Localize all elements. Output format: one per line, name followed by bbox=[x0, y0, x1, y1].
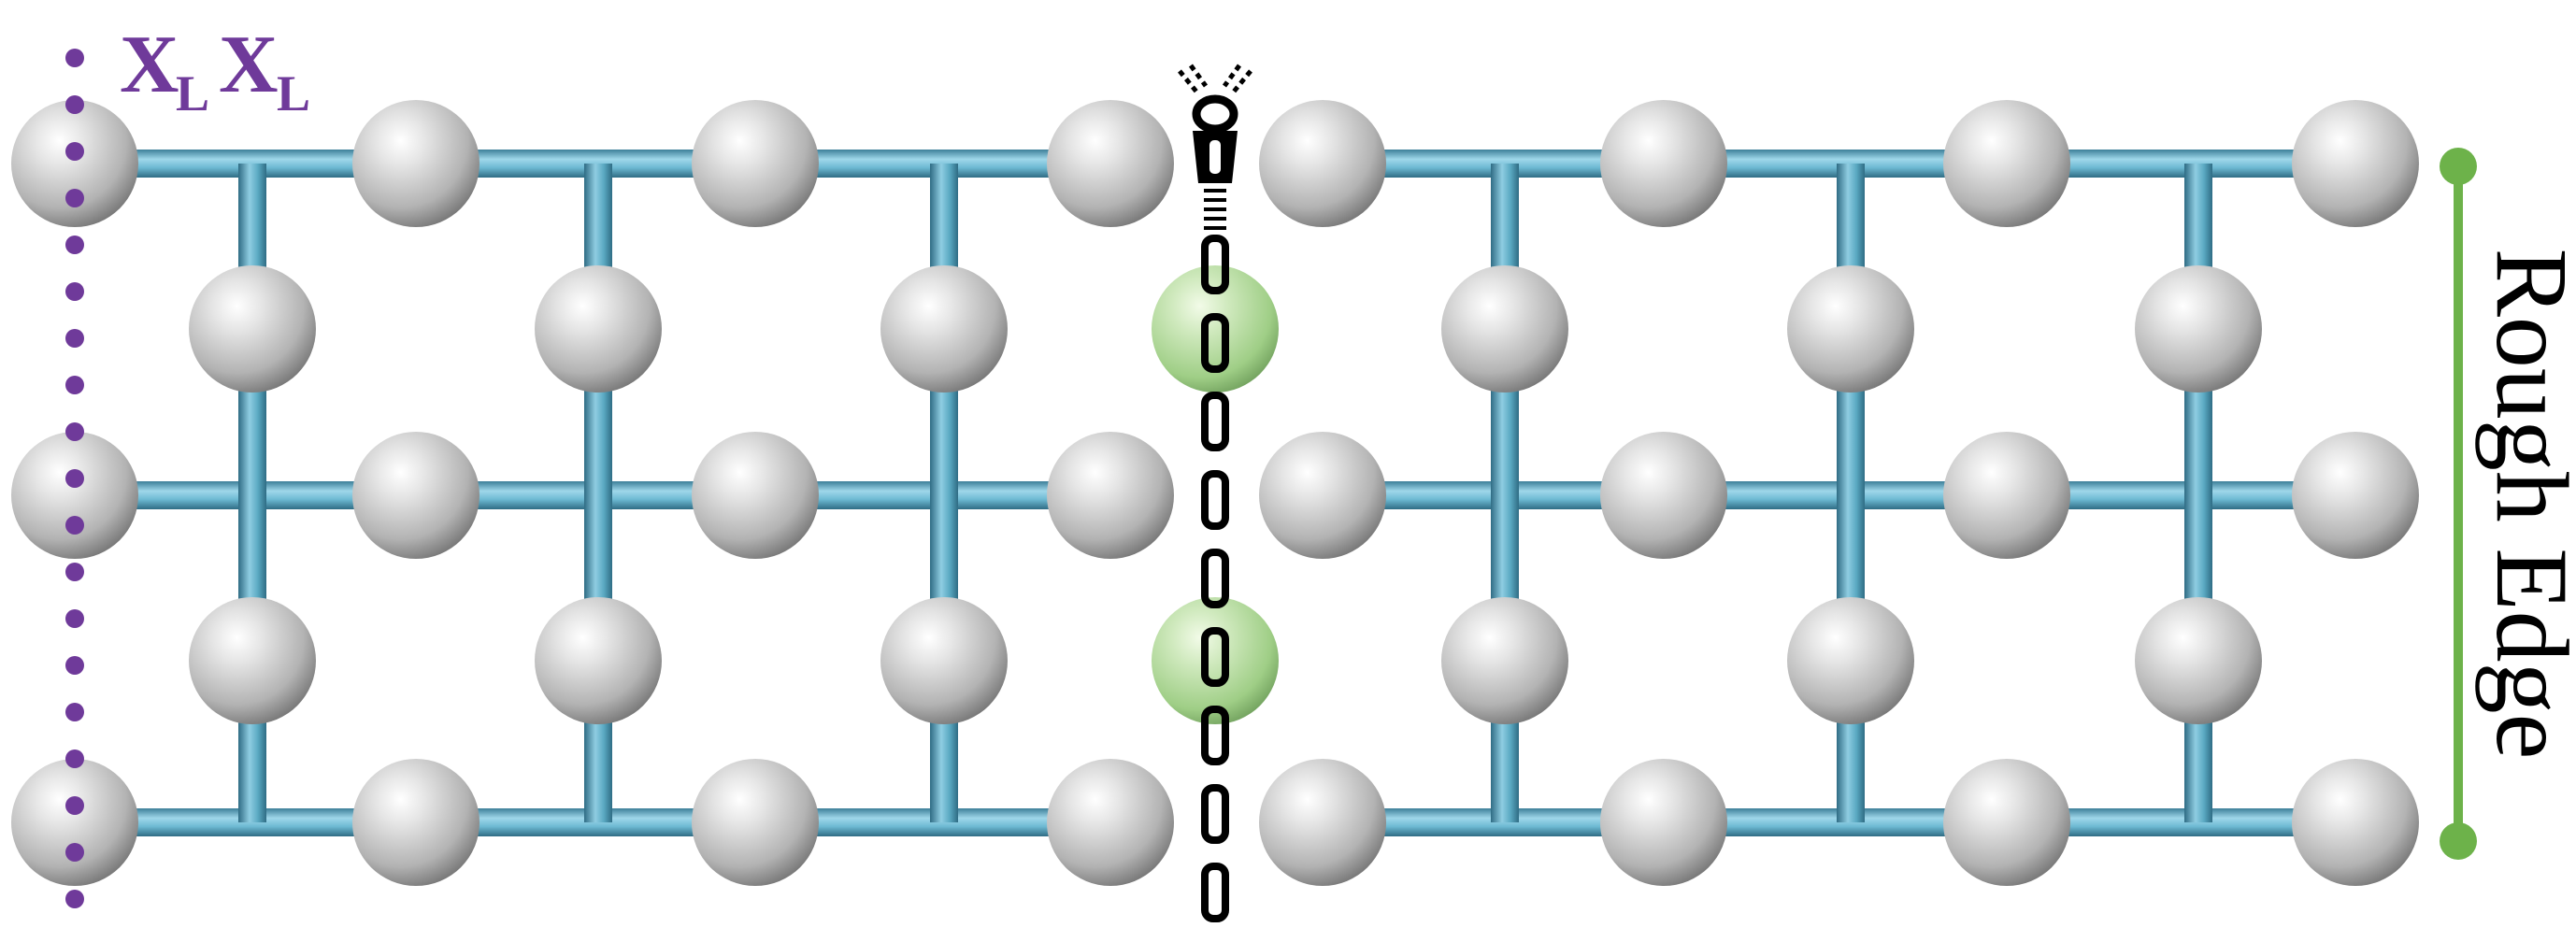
zipper-seam bbox=[1201, 235, 1229, 922]
right-atom-r1c3 bbox=[1943, 100, 2070, 227]
right-atom-mid1c3 bbox=[2135, 265, 2262, 392]
right-atom-r3c2 bbox=[1600, 759, 1727, 886]
left-atom-r2c3 bbox=[692, 432, 819, 559]
zipper-tooth-5 bbox=[1201, 549, 1229, 608]
right-atom-mid1c2 bbox=[1787, 265, 1914, 392]
xl-dot-4 bbox=[65, 189, 84, 207]
dotted-line-marker bbox=[65, 49, 84, 908]
xl-dot-8 bbox=[65, 376, 84, 394]
left-atom-r2c1 bbox=[11, 432, 138, 559]
left-atom-mid1c1 bbox=[189, 265, 316, 392]
rough-edge-label: Rough Edge bbox=[2475, 249, 2576, 760]
xl-dot-19 bbox=[65, 890, 84, 908]
xl-dot-6 bbox=[65, 282, 84, 301]
right-atom-mid1c1 bbox=[1441, 265, 1568, 392]
left-atom-r3c3 bbox=[692, 759, 819, 886]
left-atom-r1c3 bbox=[692, 100, 819, 227]
left-atom-mid1c3 bbox=[880, 265, 1008, 392]
right-atom-mid2c2 bbox=[1787, 597, 1914, 724]
xl-dot-11 bbox=[65, 516, 84, 535]
zipper-tooth-6 bbox=[1201, 627, 1229, 687]
right-atom-r2c4 bbox=[2292, 432, 2419, 559]
left-atom-mid2c2 bbox=[535, 597, 662, 724]
xl-dot-18 bbox=[65, 843, 84, 862]
left-atom-r2c2 bbox=[352, 432, 479, 559]
left-atom-mid2c1 bbox=[189, 597, 316, 724]
right-atom-r2c1 bbox=[1259, 432, 1386, 559]
left-atom-r1c2 bbox=[352, 100, 479, 227]
xl-label-sub-1: L bbox=[176, 65, 209, 121]
zipper-pull-icon bbox=[1178, 64, 1252, 230]
xl-label-letter-1: X bbox=[120, 20, 179, 110]
left-atom-r2c4 bbox=[1047, 432, 1174, 559]
atoms-layer bbox=[11, 100, 2419, 886]
xl-dot-5 bbox=[65, 236, 84, 254]
xl-dot-3 bbox=[65, 142, 84, 161]
edge-bracket-marker bbox=[2440, 148, 2477, 860]
xl-dot-2 bbox=[65, 95, 84, 114]
xl-label-sub-2: L bbox=[277, 65, 310, 121]
right-atom-r3c3 bbox=[1943, 759, 2070, 886]
left-atom-mid2c3 bbox=[880, 597, 1008, 724]
zipper-tooth-9 bbox=[1201, 863, 1229, 922]
right-atom-r1c1 bbox=[1259, 100, 1386, 227]
left-atom-r1c1 bbox=[11, 100, 138, 227]
left-atom-r3c1 bbox=[11, 759, 138, 886]
zipper-tooth-2 bbox=[1201, 313, 1229, 373]
right-atom-r2c2 bbox=[1600, 432, 1727, 559]
xl-dot-16 bbox=[65, 749, 84, 768]
xl-label-letter-2: X bbox=[219, 20, 279, 110]
left-atom-r3c2 bbox=[352, 759, 479, 886]
zipper-tooth-4 bbox=[1201, 470, 1229, 530]
right-atom-mid2c1 bbox=[1441, 597, 1568, 724]
right-atom-r3c4 bbox=[2292, 759, 2419, 886]
right-atom-r1c4 bbox=[2292, 100, 2419, 227]
xl-dot-7 bbox=[65, 329, 84, 348]
right-atom-r3c1 bbox=[1259, 759, 1386, 886]
zipper-tooth-3 bbox=[1201, 392, 1229, 451]
left-atom-r1c4 bbox=[1047, 100, 1174, 227]
zipper-tooth-1 bbox=[1201, 235, 1229, 294]
right-atom-mid2c3 bbox=[2135, 597, 2262, 724]
zipper-tooth-8 bbox=[1201, 784, 1229, 844]
right-atom-r1c2 bbox=[1600, 100, 1727, 227]
left-atom-mid1c2 bbox=[535, 265, 662, 392]
xl-dot-12 bbox=[65, 563, 84, 581]
xl-dot-1 bbox=[65, 49, 84, 67]
xl-dot-10 bbox=[65, 469, 84, 488]
zipper-tooth-7 bbox=[1201, 706, 1229, 765]
xl-dot-14 bbox=[65, 656, 84, 675]
seam-atom-2 bbox=[1152, 597, 1279, 724]
right-atom-r2c3 bbox=[1943, 432, 2070, 559]
xl-dot-9 bbox=[65, 422, 84, 441]
xl-dot-15 bbox=[65, 703, 84, 721]
xl-dot-13 bbox=[65, 609, 84, 628]
left-atom-r3c4 bbox=[1047, 759, 1174, 886]
xl-dot-17 bbox=[65, 796, 84, 815]
seam-atom-1 bbox=[1152, 265, 1279, 392]
